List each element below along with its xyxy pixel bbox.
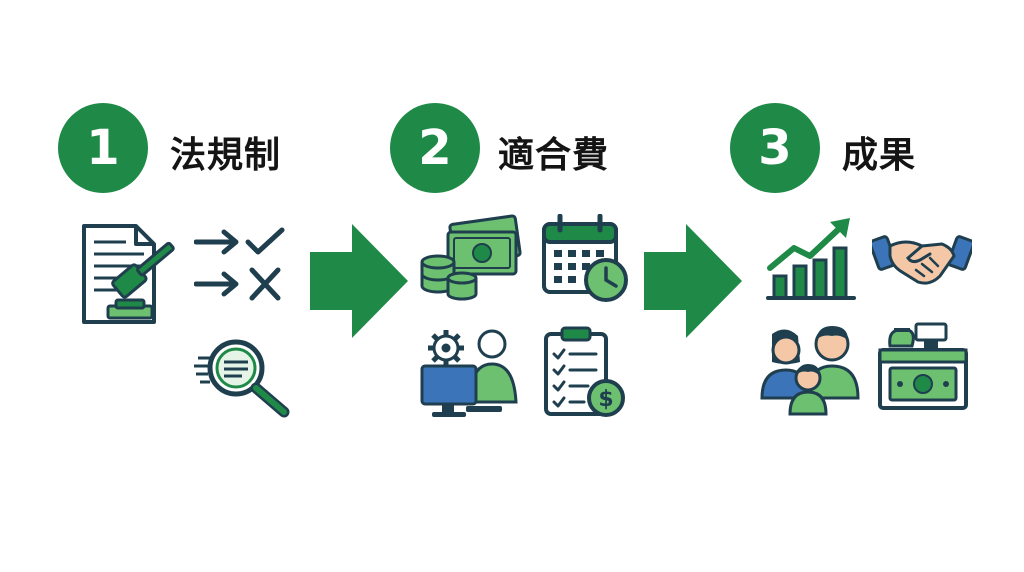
step-2-title: 適合費 — [498, 135, 610, 176]
svg-text:$: $ — [598, 387, 613, 412]
cash-register-icon — [878, 322, 968, 410]
family-icon — [760, 326, 860, 416]
step-3-title: 成果 — [842, 135, 917, 176]
step-1-title: 法規制 — [170, 135, 282, 176]
checklist-dollar-icon: $ — [544, 326, 625, 417]
worker-computer-gear-icon — [420, 329, 518, 417]
arrow-cross-icon — [194, 267, 281, 301]
arrow-check-icon — [194, 227, 285, 255]
search-magnifier-icon — [194, 339, 290, 418]
step-2-number: 2 — [418, 120, 452, 176]
calendar-clock-icon — [542, 214, 628, 302]
step-3-number-badge: 3 — [730, 103, 820, 193]
cash-coins-icon — [420, 214, 522, 301]
step-1-number: 1 — [86, 120, 120, 176]
flow-arrow-1 — [310, 224, 408, 338]
growth-chart-icon — [766, 218, 856, 300]
step-1-number-badge: 1 — [58, 103, 148, 193]
step-3-number: 3 — [758, 120, 792, 176]
step-2-number-badge: 2 — [390, 103, 480, 193]
handshake-icon — [872, 235, 972, 285]
flow-arrow-2 — [644, 224, 742, 338]
legal-document-gavel-icon — [82, 224, 175, 324]
